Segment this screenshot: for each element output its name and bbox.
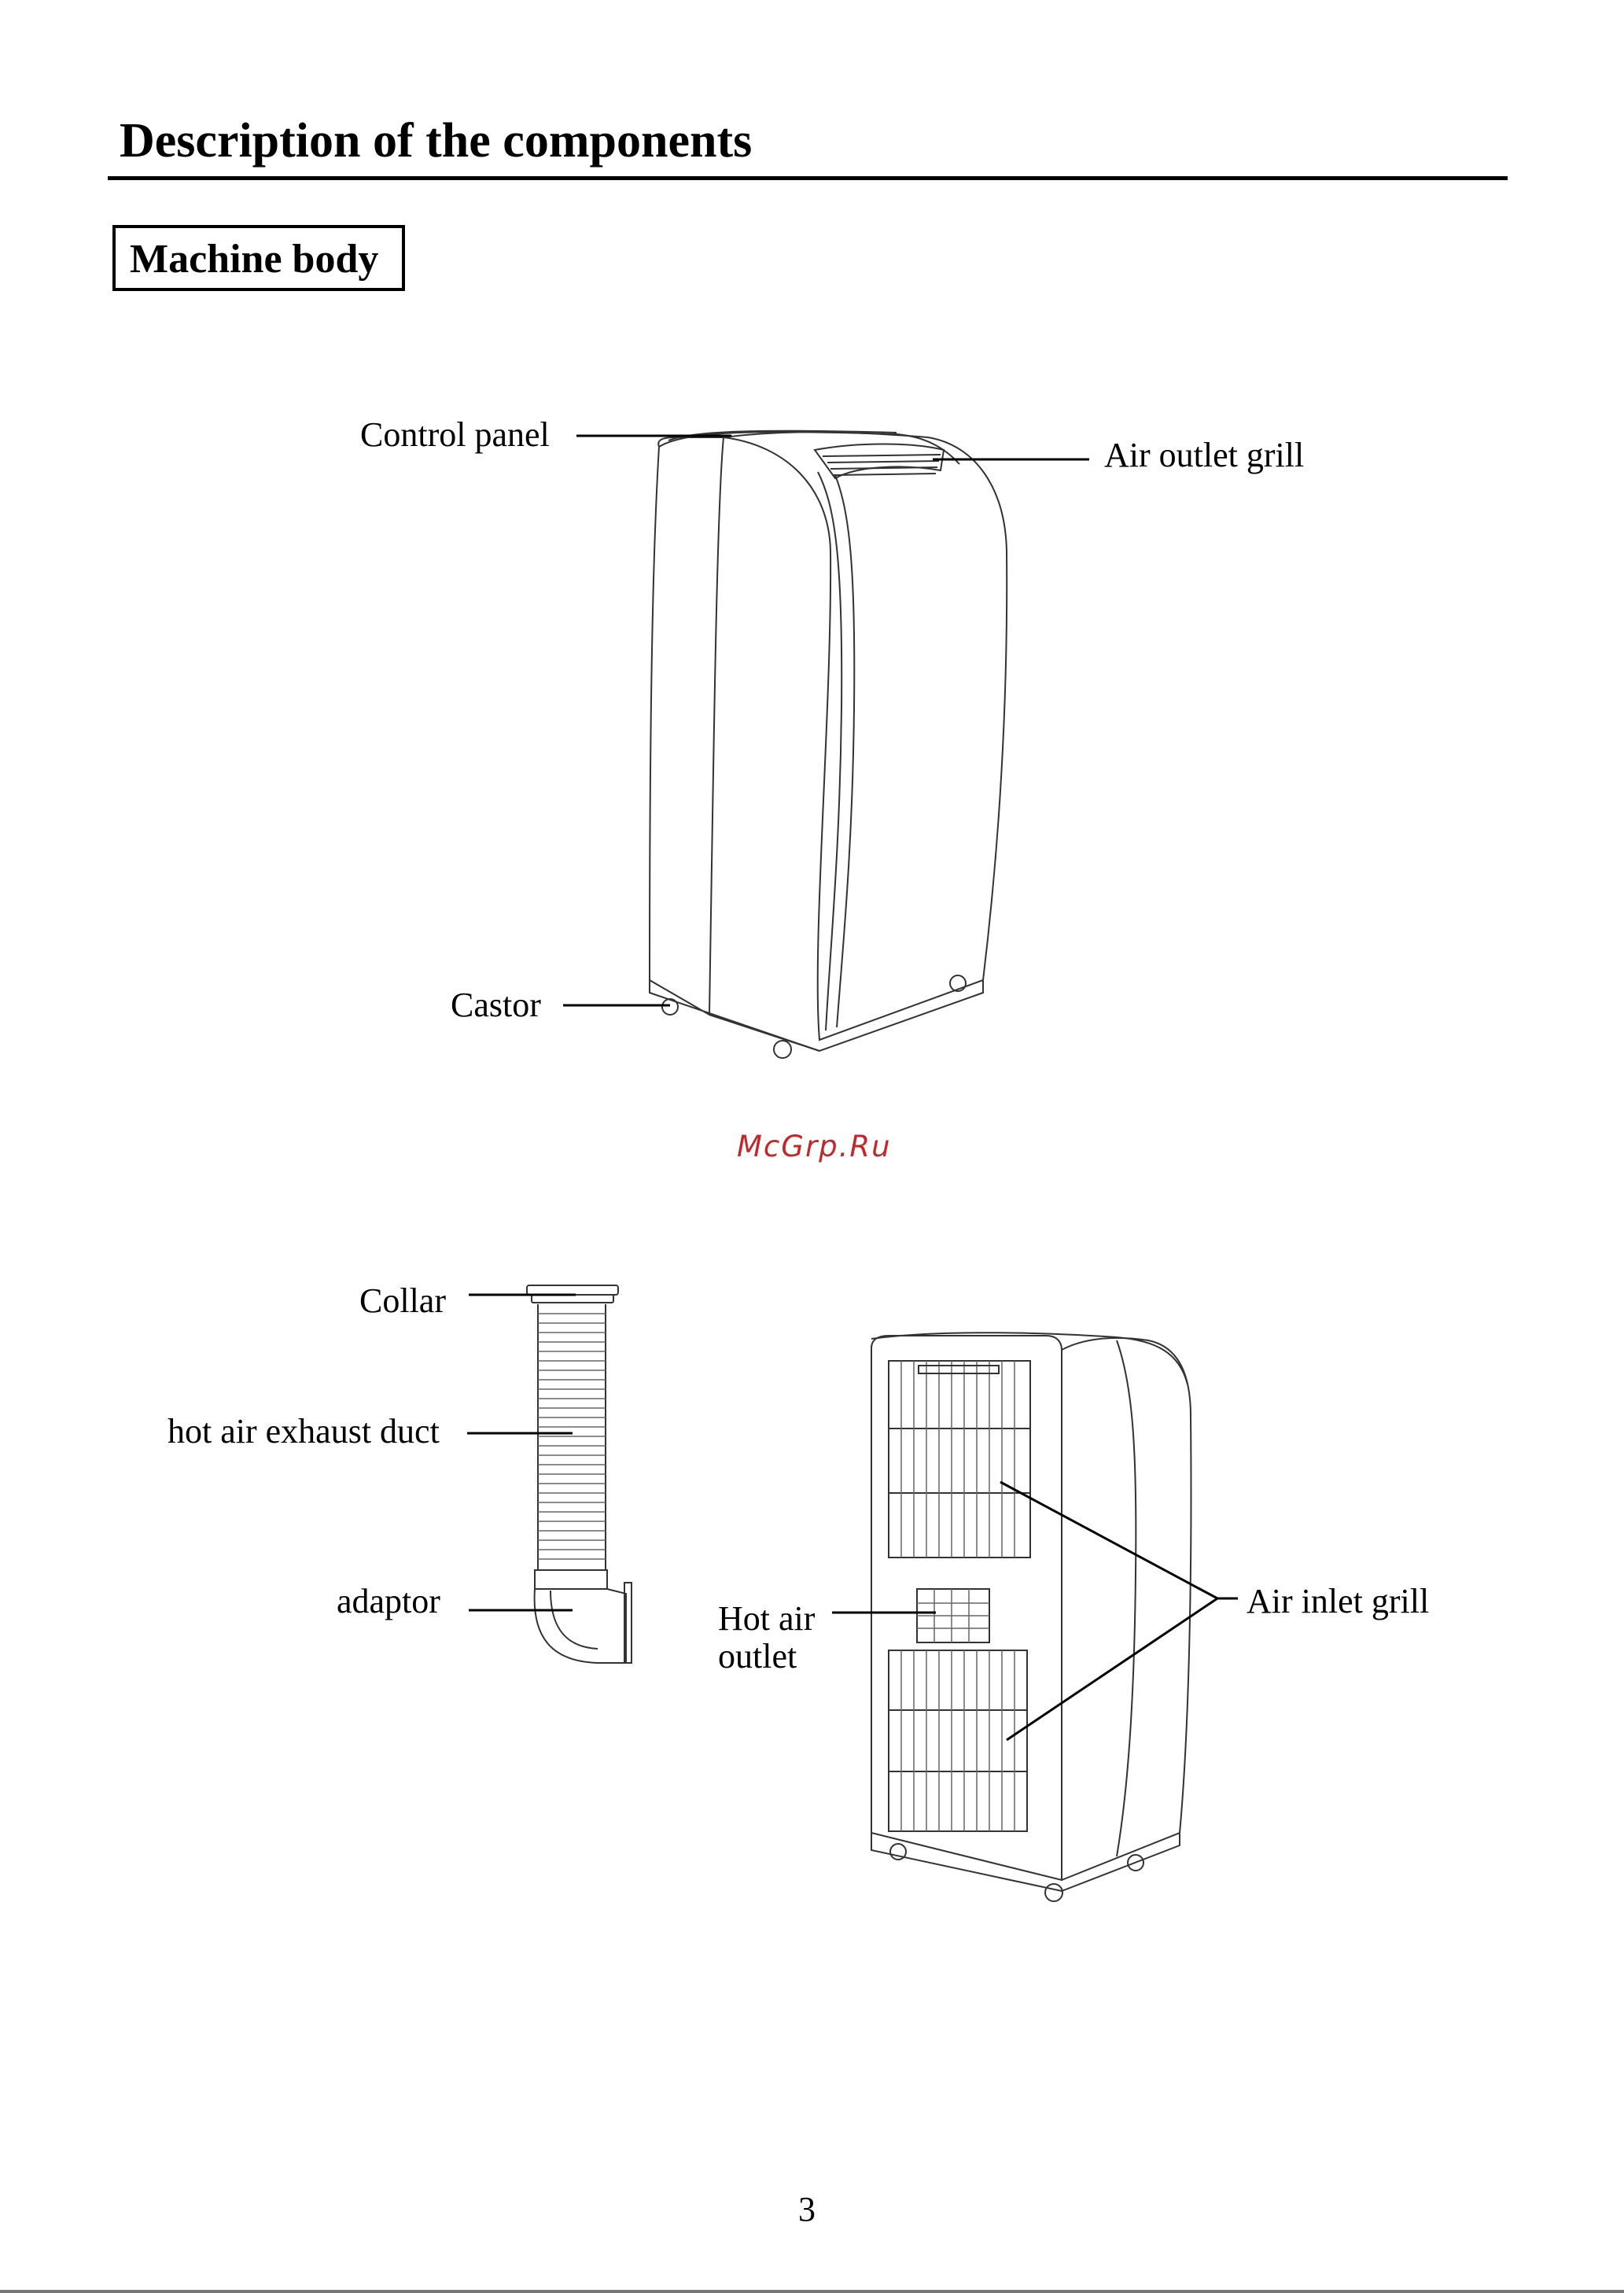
air-inlet-grill-leader-upper — [1000, 1482, 1217, 1598]
rear-unit-drawing — [871, 1333, 1191, 1901]
watermark-text: McGrp.Ru — [737, 1130, 892, 1163]
control-panel-label: Control panel — [360, 418, 550, 452]
collar-label: Collar — [359, 1284, 446, 1318]
bottom-edge-rule — [0, 2290, 1624, 2293]
rear-leader-lines — [832, 1482, 1238, 1740]
air-inlet-grill-leader-lower — [1007, 1598, 1217, 1740]
air-outlet-grill-label: Air outlet grill — [1104, 438, 1304, 473]
page-number: 3 — [798, 2192, 816, 2227]
lower-grill-slats — [901, 1650, 1015, 1831]
duct-ribs — [538, 1314, 606, 1559]
hot-air-outlet-label-line2: outlet — [718, 1639, 797, 1674]
exhaust-duct-label: hot air exhaust duct — [168, 1414, 440, 1449]
adaptor-label: adaptor — [337, 1584, 440, 1619]
hot-air-outlet-label-line1: Hot air — [718, 1602, 815, 1636]
castor-label: Castor — [451, 988, 541, 1023]
front-unit-drawing — [650, 431, 1007, 1058]
exhaust-duct-drawing — [527, 1285, 632, 1663]
upper-grill-slats — [901, 1361, 1015, 1558]
hot-air-outlet-grid — [917, 1589, 989, 1642]
air-inlet-grill-label: Air inlet grill — [1247, 1584, 1429, 1619]
